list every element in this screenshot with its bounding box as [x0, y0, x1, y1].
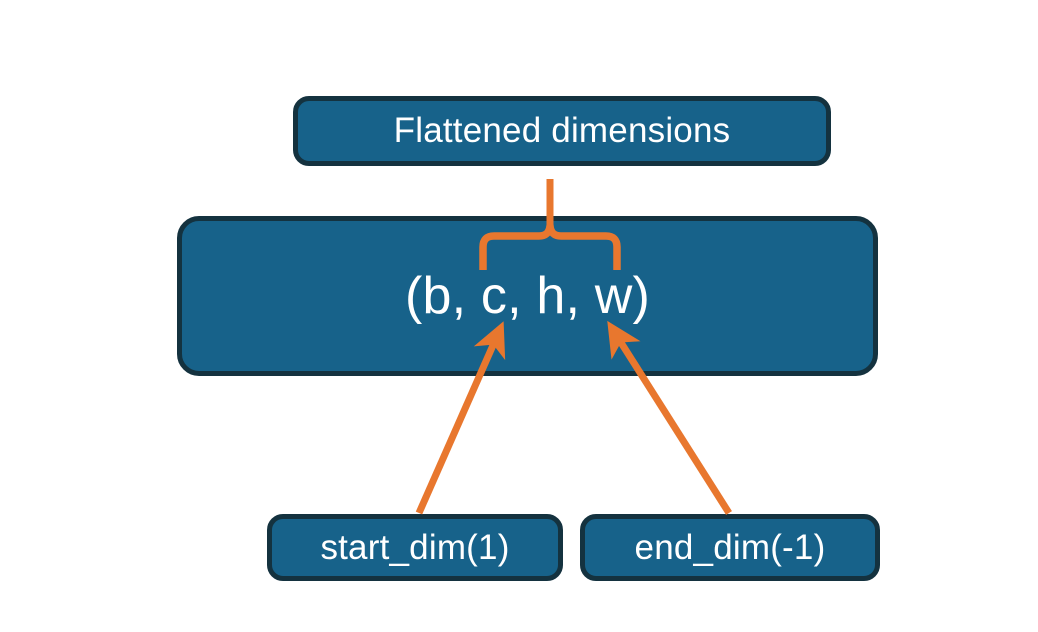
- flattened-dimensions-label: Flattened dimensions: [393, 111, 731, 150]
- flattened-dimensions-box: Flattened dimensions: [293, 96, 831, 166]
- tensor-shape-box: (b, c, h, w): [177, 216, 878, 376]
- start-dim-box: start_dim(1): [267, 514, 563, 581]
- start-dim-label: start_dim(1): [320, 527, 510, 567]
- tensor-shape-label: (b, c, h, w): [404, 267, 651, 325]
- end-dim-label: end_dim(-1): [634, 527, 826, 567]
- end-dim-box: end_dim(-1): [580, 514, 880, 581]
